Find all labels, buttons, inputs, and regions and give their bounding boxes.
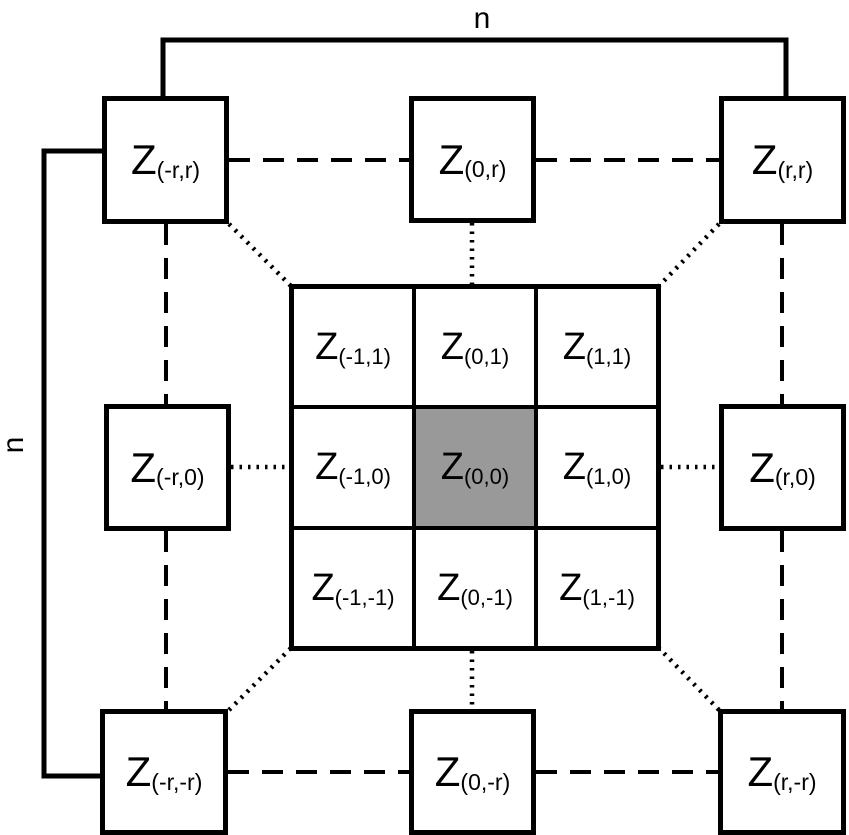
cell-subscript: (-1,0) [338, 464, 391, 490]
dotted-bottomleft-diagonal [227, 644, 295, 712]
cell-subscript: (r,0) [774, 464, 816, 491]
dimension-label-n-left: n [0, 436, 30, 454]
cell-subscript: (0,1) [463, 344, 510, 370]
cell-subscript: (-1,1) [338, 344, 391, 370]
inner-cell-(-1,0): Z(-1,0) [294, 409, 412, 526]
cell-subscript: (-r,0) [156, 464, 205, 491]
cell-subscript: (-r,r) [156, 156, 201, 183]
dotted-topleft-diagonal [227, 222, 295, 290]
bracket-left [41, 148, 103, 779]
outer-cell-top-left: Z(-r,r) [102, 96, 229, 224]
inner-cell-(-1,1): Z(-1,1) [294, 289, 412, 406]
cell-symbol: Z [559, 566, 583, 609]
cell-symbol: Z [437, 566, 461, 609]
outer-cell-bottom-center: Z(0,-r) [409, 709, 536, 835]
cell-symbol: Z [440, 446, 464, 489]
cell-symbol: Z [438, 135, 465, 183]
cell-symbol: Z [440, 326, 464, 369]
cell-symbol: Z [562, 326, 586, 369]
outer-cell-bottom-left: Z(-r,-r) [100, 709, 228, 835]
outer-cell-middle-left: Z(-r,0) [104, 404, 231, 531]
cell-symbol: Z [747, 748, 774, 795]
dotted-topright-diagonal [655, 222, 721, 290]
inner-cell-(0,-1): Z(0,-1) [416, 529, 534, 646]
cell-subscript: (-1,-1) [334, 584, 395, 610]
inner-cell-(1,0): Z(1,0) [538, 409, 656, 526]
outer-cell-top-center: Z(0,r) [409, 96, 536, 223]
inner-cell-center: Z(0,0) [416, 409, 534, 526]
cell-subscript: (0,-1) [460, 584, 513, 610]
cell-subscript: (1,-1) [582, 584, 635, 610]
cell-subscript: (1,0) [585, 464, 632, 490]
outer-cell-top-right: Z(r,r) [719, 96, 846, 224]
cell-symbol: Z [749, 443, 775, 491]
cell-subscript: (0,0) [463, 464, 510, 490]
cell-symbol: Z [130, 443, 157, 491]
cell-symbol: Z [130, 136, 157, 183]
cell-subscript: (r,r) [777, 156, 814, 183]
inner-cell-(0,1): Z(0,1) [416, 289, 534, 406]
inner-cell-(1,-1): Z(1,-1) [538, 529, 656, 646]
inner-cell-(1,1): Z(1,1) [538, 289, 656, 406]
cell-symbol: Z [315, 446, 339, 489]
dotted-bottomright-diagonal [655, 644, 721, 712]
dimension-label-n-top: n [473, 2, 491, 35]
cell-symbol: Z [751, 136, 778, 183]
cell-symbol: Z [125, 748, 152, 795]
cell-symbol: Z [562, 446, 586, 489]
cell-subscript: (-r,-r) [151, 768, 203, 795]
cell-symbol: Z [434, 748, 461, 795]
cell-subscript: (0,-r) [460, 768, 511, 795]
bracket-top [160, 37, 789, 97]
central-grid: Z(-1,1) Z(0,1) Z(1,1) Z(-1,0) Z(0,0) Z(1… [289, 284, 661, 651]
cell-symbol: Z [311, 566, 335, 609]
cell-subscript: (r,-r) [773, 768, 817, 795]
outer-cell-middle-right: Z(r,0) [719, 404, 846, 531]
outer-cell-bottom-right: Z(r,-r) [718, 709, 846, 835]
inner-cell-(-1,-1): Z(-1,-1) [294, 529, 412, 646]
cell-symbol: Z [315, 326, 339, 369]
cell-subscript: (0,r) [464, 156, 507, 183]
cell-subscript: (1,1) [585, 344, 632, 370]
